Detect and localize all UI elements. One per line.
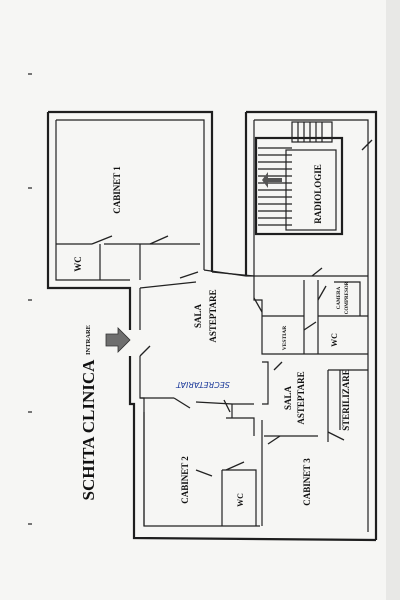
door-compresor bbox=[317, 285, 327, 301]
wall-hall-upper bbox=[139, 271, 255, 289]
camera-label-line2: COMPRESOR bbox=[345, 281, 350, 314]
sala2-label-line2: ASTEPTARE bbox=[296, 371, 306, 424]
wc-bottom-label: WC bbox=[236, 493, 245, 507]
margin-marks bbox=[28, 73, 32, 525]
sala2-label-line1: SALA bbox=[283, 386, 293, 411]
sala1-label-line2: ASTEPTARE bbox=[208, 289, 218, 342]
wall-wc-top bbox=[56, 243, 200, 280]
wall-cabinet2 bbox=[143, 412, 257, 526]
wc-right-label: WC bbox=[330, 333, 339, 347]
radiologie-room bbox=[254, 136, 344, 236]
cabinet3-label: CABINET 3 bbox=[302, 458, 312, 506]
wc-top-label: WC bbox=[73, 256, 83, 272]
door-secretariat bbox=[173, 397, 191, 409]
door-cabinet2 bbox=[195, 469, 213, 477]
wall-right-rooms bbox=[253, 276, 368, 355]
door-sterilizare bbox=[327, 431, 345, 441]
cabinet2-label: CABINET 2 bbox=[180, 456, 190, 504]
radiologie-label: RADIOLOGIE bbox=[313, 164, 323, 224]
vestiar-label: VESTIAR bbox=[282, 325, 288, 350]
wall-central-hall bbox=[140, 397, 255, 436]
plan-title: SCHITA CLINICA bbox=[79, 359, 98, 501]
camera-label-line1: CAMERA bbox=[337, 286, 342, 309]
wall-cabinet1-inner bbox=[55, 119, 205, 281]
cabinet1-label: CABINET 1 bbox=[112, 166, 122, 214]
sala1-label-line1: SALA bbox=[193, 304, 203, 329]
secretariat-note: SECRETARIAT bbox=[175, 380, 230, 389]
door-sala1 bbox=[179, 271, 199, 279]
door-sala2 bbox=[273, 361, 283, 371]
wall-right-inner bbox=[253, 119, 369, 532]
door-right-top bbox=[361, 139, 373, 151]
wall-left-lower bbox=[128, 296, 377, 542]
page-edge-shadow bbox=[386, 0, 400, 600]
arrow-right-icon bbox=[105, 327, 131, 353]
door-cabinet3 bbox=[267, 435, 281, 445]
entrance-label: INTRARE bbox=[85, 325, 92, 355]
door-hall-right bbox=[223, 399, 231, 413]
wall-lower-right bbox=[261, 361, 368, 526]
radiologie-inner bbox=[285, 149, 337, 231]
door-wc-top bbox=[91, 235, 169, 245]
door-wc-bottom bbox=[225, 461, 245, 471]
wall-cabinet1-block bbox=[46, 110, 214, 296]
door-radio-corridor bbox=[311, 267, 323, 277]
door-wc-right bbox=[303, 321, 317, 331]
arrow-left-icon bbox=[262, 172, 282, 188]
door-entrance bbox=[139, 345, 151, 357]
sterilizare-label: STERILIZARE bbox=[341, 369, 351, 431]
door-vestiar bbox=[253, 297, 263, 313]
wall-right-block bbox=[244, 110, 378, 540]
